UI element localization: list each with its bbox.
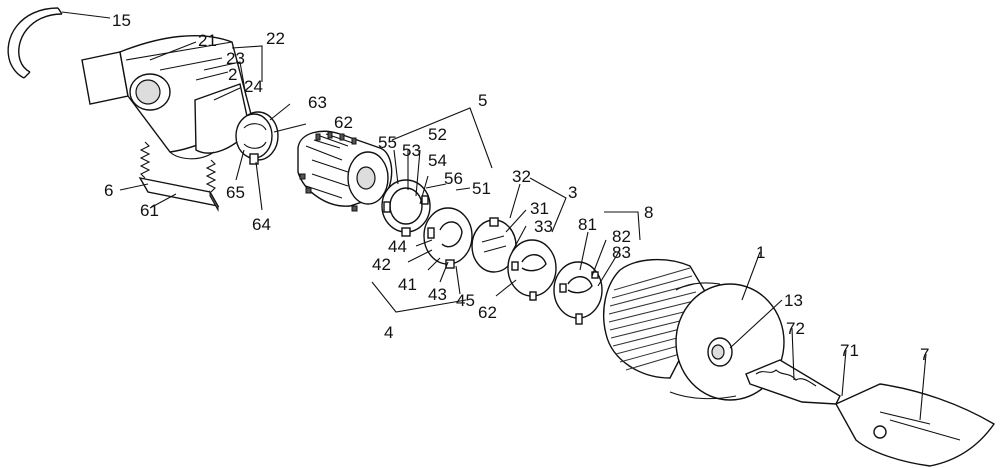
label-44: 44 — [388, 237, 407, 256]
label-61: 61 — [140, 201, 159, 220]
label-6: 6 — [104, 181, 113, 200]
label-52: 52 — [428, 125, 447, 144]
label-15: 15 — [112, 11, 131, 30]
label-22: 22 — [266, 29, 285, 48]
label-7: 7 — [920, 345, 929, 364]
label-41: 41 — [398, 275, 417, 294]
labels: 15 21 22 23 2 24 63 62 65 64 6 61 5 55 5… — [104, 11, 929, 364]
label-62-bottom: 62 — [478, 303, 497, 322]
label-43: 43 — [428, 285, 447, 304]
label-51: 51 — [472, 179, 491, 198]
label-83: 83 — [612, 243, 631, 262]
label-81: 81 — [578, 215, 597, 234]
label-71: 71 — [840, 341, 859, 360]
label-63: 63 — [308, 93, 327, 112]
label-3: 3 — [568, 183, 577, 202]
label-62-top: 62 — [334, 113, 353, 132]
label-31: 31 — [530, 199, 549, 218]
label-55: 55 — [378, 133, 397, 152]
label-72: 72 — [786, 319, 805, 338]
label-45: 45 — [456, 291, 475, 310]
label-5: 5 — [478, 91, 487, 110]
label-2: 2 — [228, 65, 237, 84]
label-21: 21 — [198, 31, 217, 50]
label-65: 65 — [226, 183, 245, 202]
label-33: 33 — [534, 217, 553, 236]
label-4: 4 — [384, 323, 393, 342]
label-1: 1 — [756, 243, 765, 262]
label-13: 13 — [784, 291, 803, 310]
label-56: 56 — [444, 169, 463, 188]
label-42: 42 — [372, 255, 391, 274]
disc-4 — [424, 208, 472, 268]
label-24: 24 — [244, 77, 263, 96]
retaining-ring — [8, 8, 62, 78]
label-64: 64 — [252, 215, 271, 234]
label-8: 8 — [644, 203, 653, 222]
ring-5 — [382, 180, 430, 236]
label-54: 54 — [428, 151, 447, 170]
label-53: 53 — [402, 141, 421, 160]
disc-8 — [554, 262, 602, 324]
disc-6b — [508, 240, 556, 300]
label-32: 32 — [512, 167, 531, 186]
key — [746, 360, 994, 466]
